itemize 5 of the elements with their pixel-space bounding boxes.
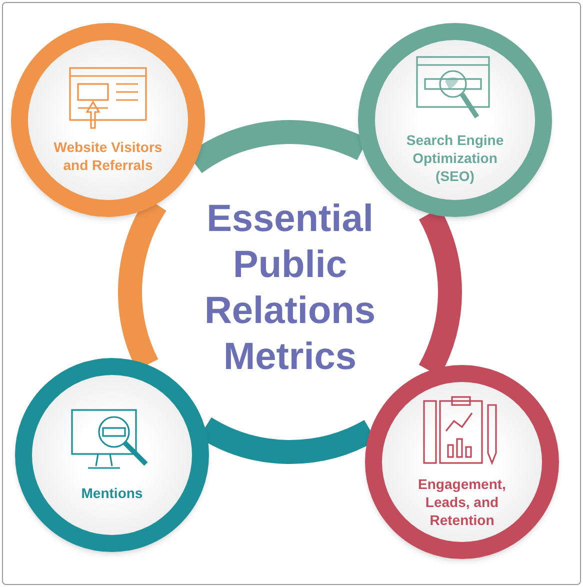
metric-label: Mentions (80, 484, 144, 502)
metric-label: Engagement, Leads, and Retention (417, 475, 507, 529)
title: Essential Public Relations Metrics (203, 197, 377, 380)
metric-label: Search Engine Optimization (SEO) (405, 131, 505, 185)
metric-label: Website Visitors and Referrals (52, 138, 164, 174)
